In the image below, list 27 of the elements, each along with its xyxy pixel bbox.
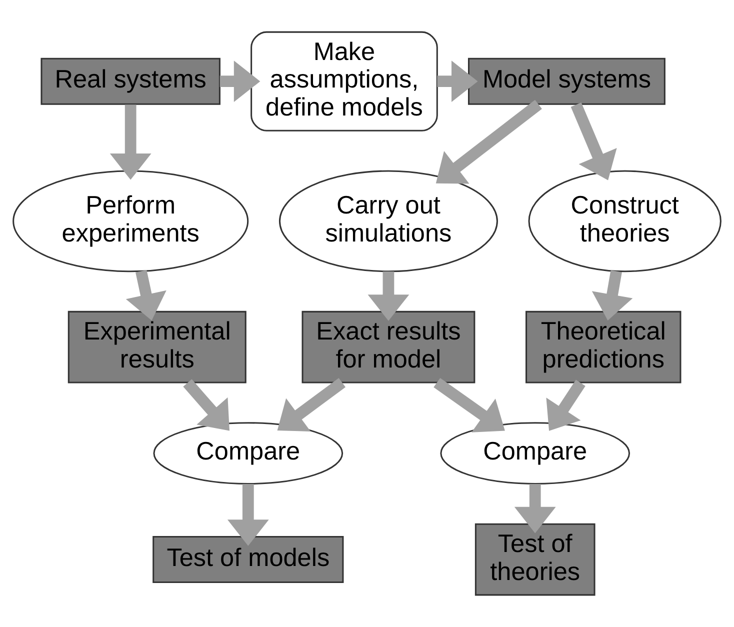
node-ellipse: Carry out simulations [278,170,498,272]
node-ellipse: Compare [440,422,630,484]
node-ellipse: Perform experiments [12,170,249,272]
arrow [434,378,505,432]
arrow [220,60,260,102]
arrow [126,270,166,320]
arrow [436,100,542,184]
node-box: Theoretical predictions [526,310,682,384]
arrow [227,484,269,546]
node-box: Test of models [152,536,344,584]
node-ellipse: Construct theories [528,170,722,272]
arrow [277,378,346,432]
node-box: Exact results for model [302,310,476,384]
node-box: Make assumptions, define models [250,31,438,132]
node-box: Model systems [468,58,666,105]
arrow [110,104,152,180]
node-ellipse: Compare [153,422,344,484]
arrow [437,60,478,102]
node-box: Real systems [40,58,220,105]
arrow [592,270,633,321]
node-box: Experimental results [68,310,246,384]
arrow [368,272,410,321]
arrow [546,380,586,431]
arrow [183,379,230,431]
arrow [570,102,617,180]
arrow [514,484,556,534]
node-box: Test of theories [474,523,596,596]
